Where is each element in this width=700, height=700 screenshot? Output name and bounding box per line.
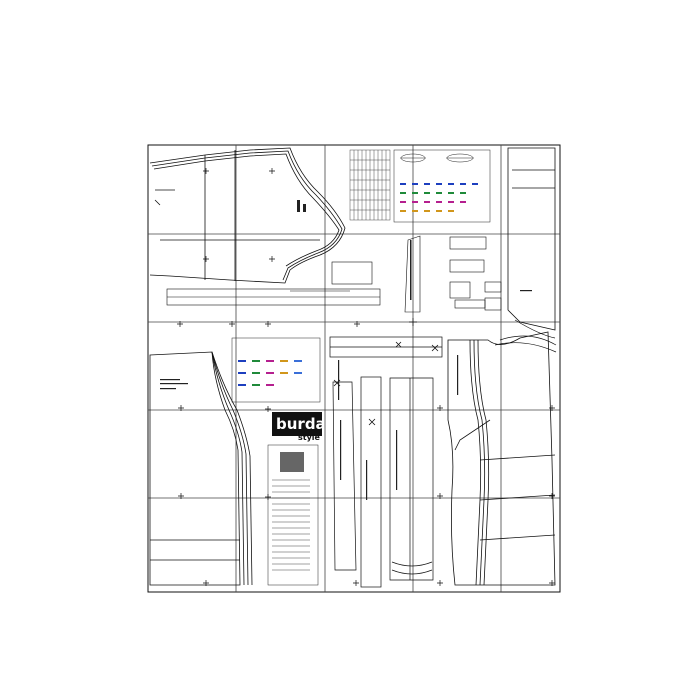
sleeve-piece xyxy=(149,147,346,284)
front-piece-right xyxy=(447,331,556,586)
front-panel-top xyxy=(507,147,556,331)
bodice-left xyxy=(149,351,253,586)
sheet-border xyxy=(147,144,561,593)
long-strips xyxy=(332,376,434,588)
cut-marks xyxy=(333,341,439,426)
band-strip xyxy=(329,336,443,358)
color-legend xyxy=(231,337,321,403)
small-pieces xyxy=(331,235,502,313)
size-chart xyxy=(349,149,391,221)
side-seam-curves xyxy=(494,319,557,353)
brand-name: burda xyxy=(276,415,326,433)
legend-box xyxy=(393,149,491,223)
label-marks xyxy=(160,200,532,500)
instruction-sheet xyxy=(267,444,319,586)
logo-icon: burda style xyxy=(272,412,326,442)
grid-lines xyxy=(148,145,560,592)
brand-sub: style xyxy=(298,433,321,442)
guide-bands xyxy=(166,288,381,306)
